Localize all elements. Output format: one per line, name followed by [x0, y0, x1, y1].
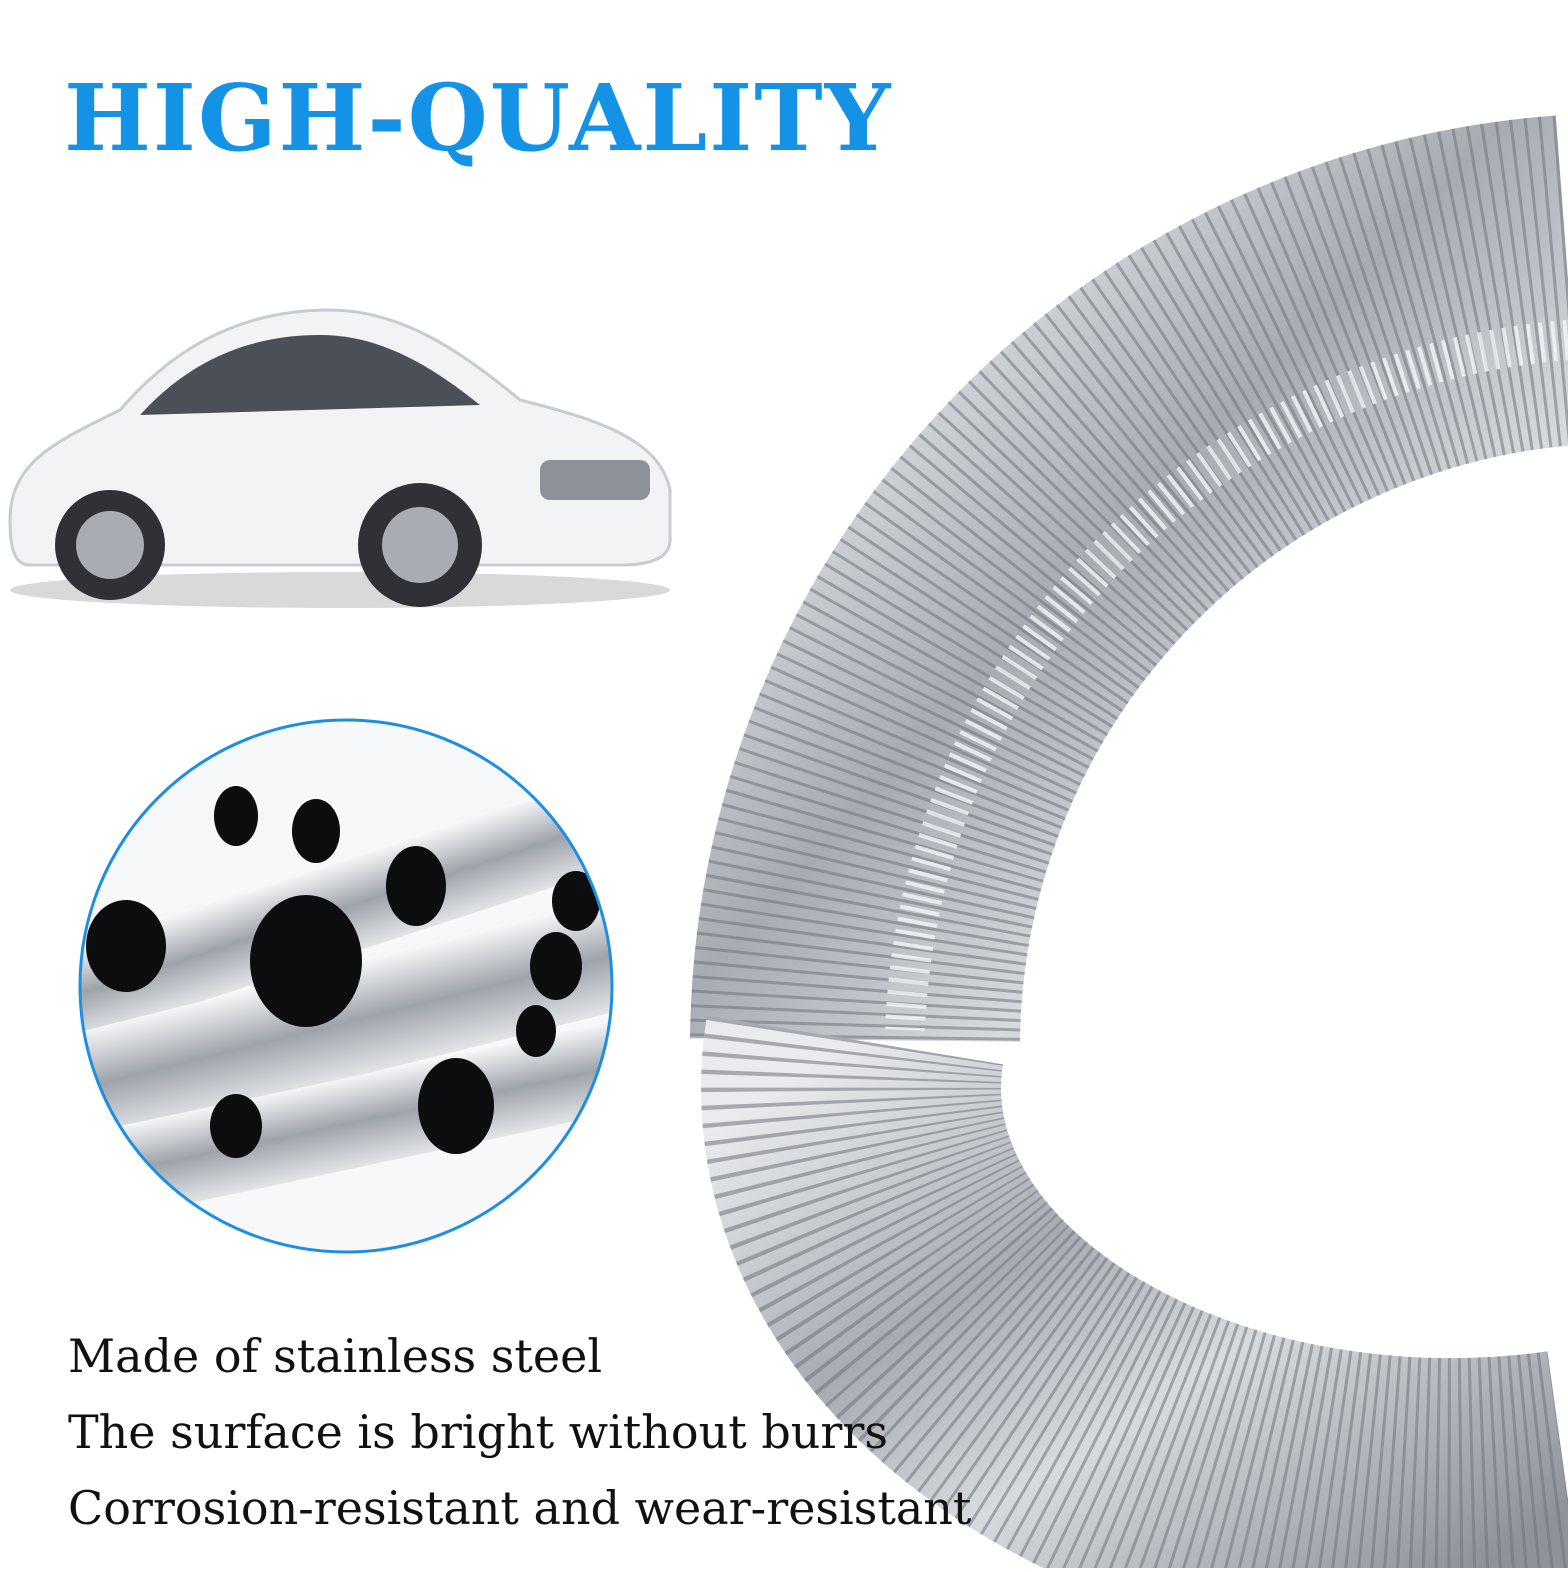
car-image [0, 290, 700, 620]
feature-item: Corrosion-resistant and wear-resistant [68, 1481, 972, 1535]
pipes-image [76, 716, 616, 1256]
headline: HIGH-QUALITY [64, 64, 893, 172]
pipes-circle-border [78, 718, 614, 1254]
car-windows [140, 335, 480, 415]
car-shadow [10, 572, 670, 608]
hose-highlight [885, 320, 1568, 1031]
car-body [8, 308, 672, 567]
car-rim-front [382, 507, 458, 583]
feature-list: Made of stainless steel The surface is b… [68, 1318, 971, 1546]
car-grille [540, 460, 650, 500]
pipes-group [80, 786, 612, 1219]
sedan-illustration [8, 308, 672, 608]
feature-item: The surface is bright without burrs [68, 1405, 888, 1459]
feature-item: Made of stainless steel [68, 1329, 603, 1383]
hose-lower-ribs [701, 1015, 1568, 1572]
hose-body [690, 115, 1568, 1044]
pipes-illustration [78, 718, 614, 1254]
car-rim-rear [76, 511, 144, 579]
